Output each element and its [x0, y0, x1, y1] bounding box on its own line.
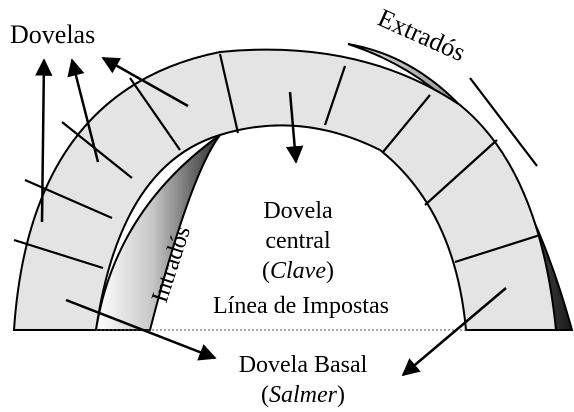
- dovela-basal-line: Dovela Basal: [238, 352, 368, 378]
- clave-text: Clave: [270, 258, 326, 284]
- arch-face: [12, 48, 558, 331]
- salmer-text: Salmer: [269, 382, 337, 408]
- arrow-basal-left: [65, 298, 217, 361]
- arrow-dovelas-1: [35, 58, 53, 223]
- intrados-surface: [94, 134, 221, 331]
- arrow-basal-right: [401, 287, 507, 377]
- dovela-central-label: Dovela central (Clave): [258, 196, 338, 286]
- dovela-basal-label: Dovela Basal (Salmer): [228, 350, 378, 410]
- clave-close: ): [325, 258, 334, 284]
- dovelas-label: Dovelas: [10, 20, 96, 49]
- linea-impostas-label: Línea de Impostas: [213, 293, 389, 319]
- arrow-clave: [285, 91, 304, 164]
- clave-line: (Clave): [258, 256, 338, 286]
- salmer-open: (: [261, 382, 269, 408]
- salmer-line: (Salmer): [228, 380, 378, 410]
- dovela-central-line-2: central: [265, 228, 331, 254]
- label-arrows: [35, 56, 507, 377]
- voussoir-joints: [13, 53, 541, 270]
- arrow-dovelas-2: [67, 58, 100, 163]
- dovela-central-line-1: Dovela: [263, 198, 333, 224]
- salmer-close: ): [337, 382, 345, 408]
- arrow-dovelas-3: [101, 56, 189, 108]
- clave-open: (: [262, 258, 270, 284]
